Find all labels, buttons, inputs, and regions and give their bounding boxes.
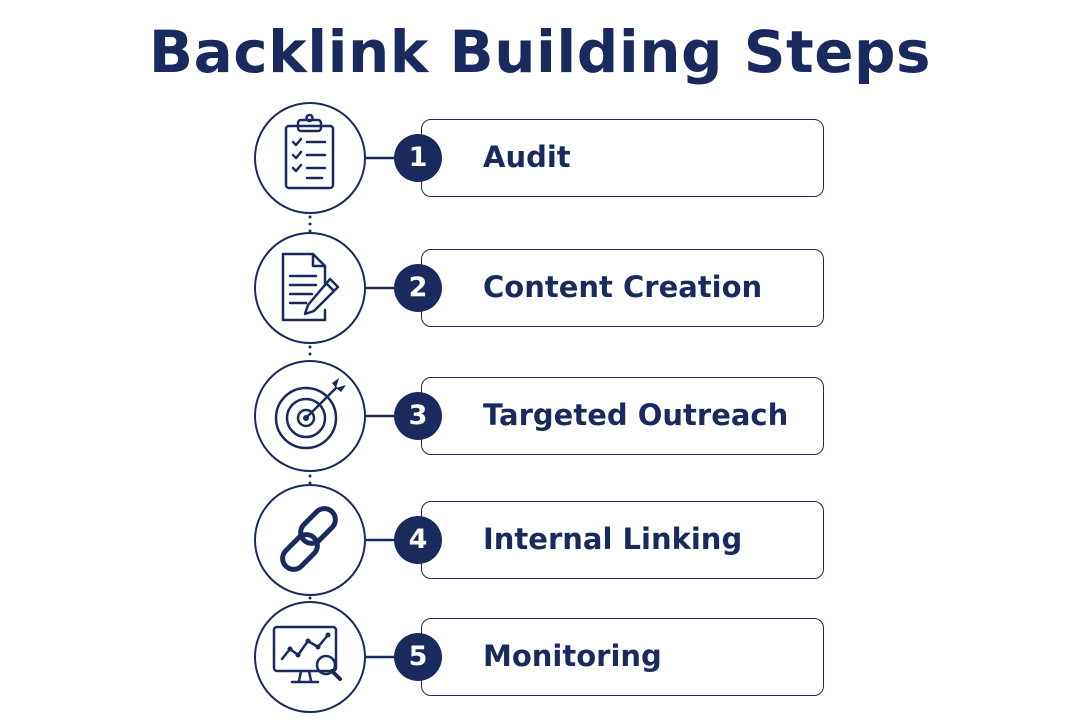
step-1-card: Audit: [421, 119, 824, 197]
target-arrow-icon: [274, 378, 346, 450]
step-4-icon-circle: [254, 484, 366, 596]
page-title: Backlink Building Steps: [148, 18, 932, 86]
chain-link-icon: [280, 506, 338, 572]
step-2-card: Content Creation: [421, 249, 824, 327]
step-4-badge: 4: [394, 516, 442, 564]
step-1-label: Audit: [483, 140, 571, 174]
monitor-chart-magnifier-icon: [272, 625, 342, 684]
step-4-label: Internal Linking: [483, 522, 743, 556]
step-1-badge: 1: [394, 134, 442, 182]
step-1-icon-circle: [254, 102, 366, 214]
step-3-card: Targeted Outreach: [421, 377, 824, 455]
step-4-card: Internal Linking: [421, 501, 824, 579]
step-5-icon-circle: [254, 601, 366, 713]
step-3-label: Targeted Outreach: [483, 398, 789, 432]
step-2-label: Content Creation: [483, 270, 763, 304]
clipboard-checklist-icon: [284, 113, 335, 190]
step-2-icon-circle: [254, 232, 366, 344]
step-5-card: Monitoring: [421, 618, 824, 696]
document-pencil-icon: [281, 252, 340, 322]
step-3-badge: 3: [394, 392, 442, 440]
step-3-icon-circle: [254, 360, 366, 472]
step-2-badge: 2: [394, 264, 442, 312]
step-5-label: Monitoring: [483, 639, 662, 673]
step-5-badge: 5: [394, 633, 442, 681]
